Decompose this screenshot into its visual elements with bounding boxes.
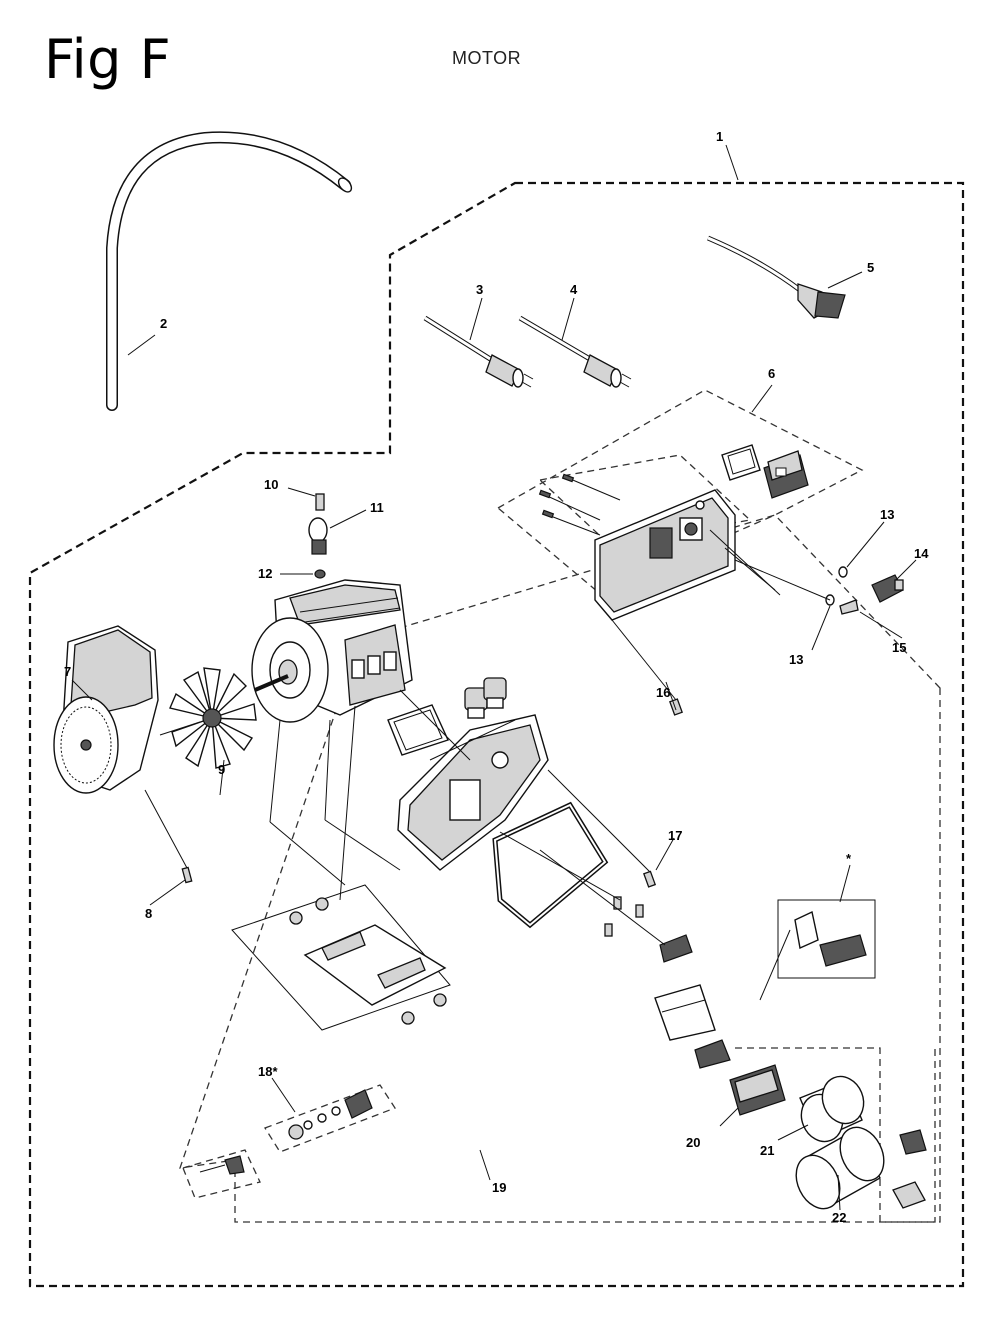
terminal-box-base <box>397 714 549 871</box>
terminal-screws <box>604 896 644 937</box>
callout-15: 15 <box>892 640 906 655</box>
assembly-1-boundary <box>28 181 965 1288</box>
callout-10: 10 <box>264 477 278 492</box>
switch-14 <box>871 574 904 603</box>
callout-3: 3 <box>476 282 483 297</box>
power-cord-4 <box>518 315 632 388</box>
callout-leaders <box>71 144 917 1181</box>
terminal-box-gasket <box>492 801 609 929</box>
callout-star: * <box>846 851 852 866</box>
capacitor-21 <box>777 1075 865 1143</box>
callout-6: 6 <box>768 366 775 381</box>
capacitor-clip <box>694 1039 731 1069</box>
assembly-19-boundary <box>179 514 941 1223</box>
switch-6 <box>763 450 809 499</box>
callout-14: 14 <box>914 546 929 561</box>
cord-receptacle-5 <box>707 235 846 319</box>
callout-21: 21 <box>760 1143 774 1158</box>
switch-box-subframe <box>538 454 752 546</box>
relay-20 <box>719 1064 786 1127</box>
figure-title: Fig F <box>44 28 172 91</box>
callout-13a: 13 <box>880 507 894 522</box>
callout-8: 8 <box>145 906 152 921</box>
power-cord-3 <box>423 315 534 388</box>
cable-glands <box>464 677 507 719</box>
kit-star-boundary <box>777 899 876 979</box>
screw-15 <box>734 559 859 615</box>
callout-5: 5 <box>867 260 874 275</box>
hose-part <box>106 131 353 411</box>
screws-cover <box>538 473 575 519</box>
insulation-sheet <box>654 984 716 1041</box>
callout-9: 9 <box>218 762 225 777</box>
callout-18: 18* <box>258 1064 278 1079</box>
lifting-eye-11 <box>308 517 328 555</box>
callout-19: 19 <box>492 1180 506 1195</box>
callout-2: 2 <box>160 316 167 331</box>
switch-gasket <box>721 444 761 481</box>
figure-subtitle: MOTOR <box>452 48 522 68</box>
fan-cover-7 <box>53 625 159 794</box>
screw-8 <box>144 789 193 884</box>
callout-20: 20 <box>686 1135 700 1150</box>
capacitor-22 <box>795 1126 885 1211</box>
motor-body <box>251 579 413 723</box>
callout-4: 4 <box>570 282 578 297</box>
terminal-block-kit <box>759 910 867 1001</box>
callout-1: 1 <box>716 129 723 144</box>
o-ring-13a <box>838 566 848 578</box>
screw-16 <box>611 619 683 716</box>
fan-9 <box>159 667 257 769</box>
mounting-plate <box>289 897 447 1025</box>
callout-7: 7 <box>64 664 71 679</box>
capacitor-kit-boundary <box>735 1047 936 1223</box>
callout-22: 22 <box>832 1210 846 1225</box>
switch-kit-18-boundary <box>264 1084 396 1153</box>
thermal-protector <box>659 934 693 963</box>
assembly-6-boundary <box>496 389 864 593</box>
screw-17 <box>547 769 657 888</box>
assembly-leaders <box>269 529 781 946</box>
terminal-gasket-small <box>387 704 449 756</box>
capacitor-brackets <box>892 1129 927 1209</box>
callout-12: 12 <box>258 566 272 581</box>
callout-17: 17 <box>668 828 682 843</box>
washer-12 <box>314 569 326 579</box>
callout-16: 16 <box>656 685 670 700</box>
screw-10 <box>315 493 325 511</box>
switch-kit-18 <box>199 1089 373 1175</box>
switch-kit-18-sub-boundary <box>182 1149 261 1199</box>
callout-13b: 13 <box>789 652 803 667</box>
switch-box-cover <box>544 477 736 621</box>
callout-11: 11 <box>370 500 384 515</box>
